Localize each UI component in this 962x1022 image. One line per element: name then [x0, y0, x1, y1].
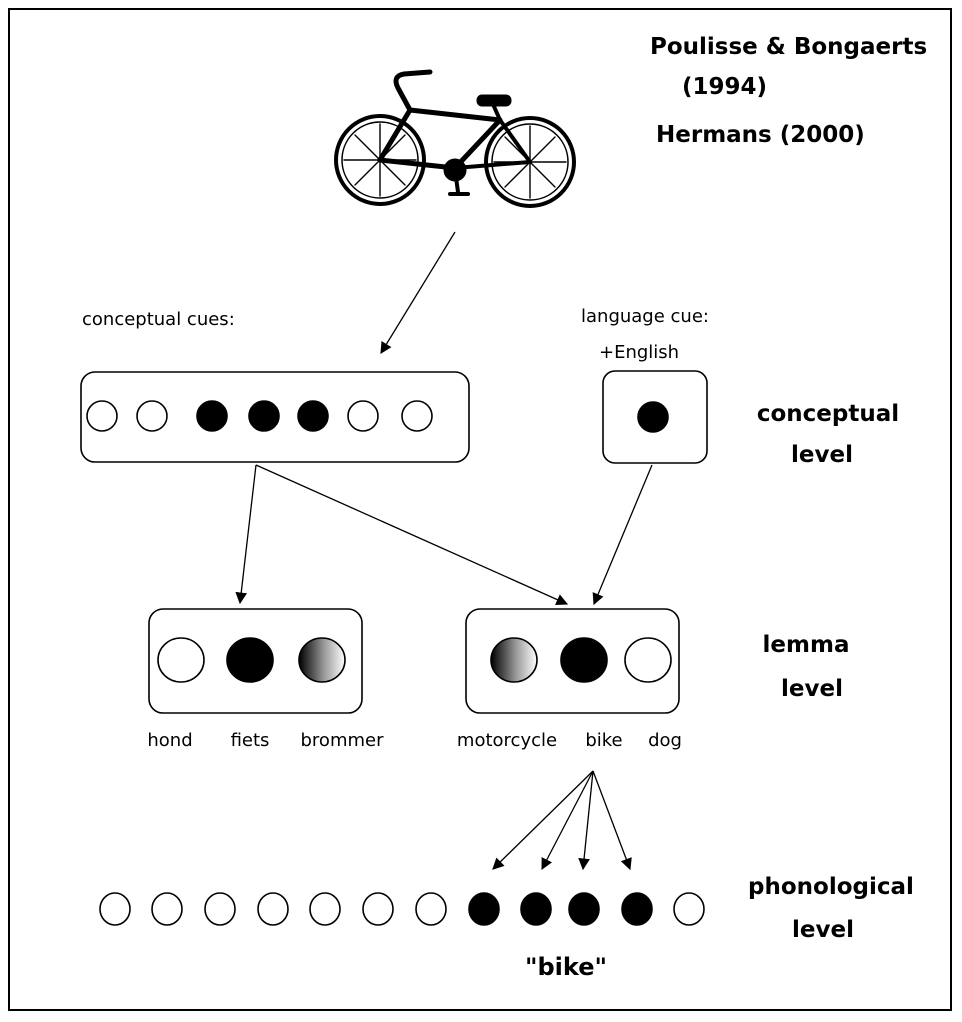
phonological-level-label-1: phonological	[748, 874, 914, 900]
lemma-node-1-2	[226, 637, 274, 683]
arrow-language-cue-to-english-lemmas	[592, 464, 653, 606]
reference-line-2: (1994)	[682, 74, 767, 100]
phoneme-node-12	[673, 892, 705, 926]
concept-node-4	[248, 400, 280, 432]
reference-line-3: Hermans (2000)	[656, 122, 865, 148]
language-cue-box	[602, 370, 708, 464]
lemma-word-2-2: bike	[585, 730, 622, 751]
phoneme-node-6	[362, 892, 394, 926]
lemma-nodes: hond fiets brommer motorcycle bike dog	[147, 637, 682, 751]
phoneme-node-2	[151, 892, 183, 926]
lemma-node-2-2	[560, 637, 608, 683]
lemma-level-label-1: lemma	[763, 632, 850, 658]
phonological-nodes	[99, 892, 705, 926]
lemma-node-2-1	[490, 637, 538, 683]
conceptual-level-label-1: conceptual	[757, 401, 899, 427]
concept-node-2	[136, 400, 168, 432]
reference-line-1: Poulisse & Bongaerts	[650, 34, 927, 60]
arrow-bike-to-phoneme-3	[578, 770, 594, 871]
language-node-group	[637, 401, 669, 433]
concept-node-3	[196, 400, 228, 432]
phoneme-node-8	[468, 892, 500, 926]
diagram-frame	[8, 8, 952, 1011]
phoneme-node-10	[568, 892, 600, 926]
phoneme-node-9	[520, 892, 552, 926]
phoneme-node-1	[99, 892, 131, 926]
arrow-concepts-to-english-lemmas	[255, 464, 569, 606]
arrow-concepts-to-dutch-lemmas	[235, 464, 257, 605]
english-lemma-box	[465, 608, 680, 714]
conceptual-nodes	[86, 400, 433, 432]
arrow-bike-to-phoneme-1	[492, 770, 594, 870]
lemma-level-label-2: level	[781, 676, 843, 702]
conceptual-cues-label: conceptual cues:	[82, 309, 235, 330]
phoneme-node-3	[204, 892, 236, 926]
language-cue-label: language cue:	[581, 306, 709, 327]
arrow-bike-to-phoneme-2	[541, 770, 594, 871]
lemma-word-2-3: dog	[648, 730, 682, 751]
lemma-word-1-1: hond	[147, 730, 192, 751]
output-word: "bike"	[525, 953, 607, 981]
phoneme-node-11	[621, 892, 653, 926]
dutch-lemma-box	[148, 608, 363, 714]
conceptual-level-label-2: level	[791, 442, 853, 468]
concept-node-6	[347, 400, 379, 432]
lemma-word-2-1: motorcycle	[457, 730, 557, 751]
phoneme-node-5	[309, 892, 341, 926]
lemma-word-1-2: fiets	[231, 730, 270, 751]
language-node	[637, 401, 669, 433]
language-cue-value: +English	[599, 342, 679, 363]
phoneme-node-4	[257, 892, 289, 926]
lemma-word-1-3: brommer	[301, 730, 385, 751]
lemma-node-1-1	[157, 637, 205, 683]
lemma-node-2-3	[624, 637, 672, 683]
concept-node-7	[401, 400, 433, 432]
arrow-picture-to-concepts	[380, 231, 456, 354]
concept-node-5	[297, 400, 329, 432]
arrow-bike-to-phoneme-4	[592, 770, 632, 871]
phoneme-node-7	[415, 892, 447, 926]
conceptual-cues-box	[80, 371, 470, 463]
phonological-level-label-2: level	[792, 917, 854, 943]
bicycle-icon	[334, 69, 576, 208]
lemma-node-1-3	[298, 637, 346, 683]
concept-node-1	[86, 400, 118, 432]
